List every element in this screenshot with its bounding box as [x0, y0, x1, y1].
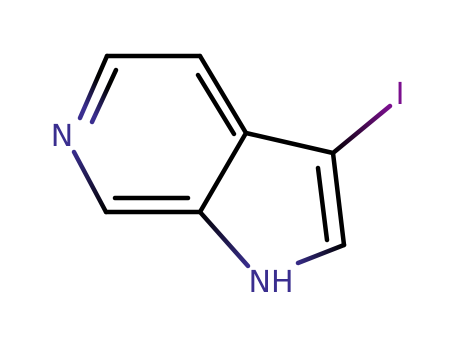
- atom-labels: N NH I: [51, 77, 405, 300]
- bond-c5a-c7a: [197, 130, 249, 215]
- atom-label-n-pyridine: N: [51, 119, 73, 154]
- bond-c5a-c3: [243, 130, 336, 156]
- bond-c3-c2: [330, 150, 347, 248]
- bond-n6-c4-inner: [89, 67, 119, 125]
- bond-n1-c7a: [197, 209, 251, 269]
- bonds: [71, 53, 393, 269]
- atom-label-nh-pyrrole: NH: [249, 265, 294, 300]
- bond-c7-n6: [71, 149, 109, 215]
- bond-c2-n1: [295, 242, 347, 266]
- bond-n6-c4: [77, 53, 110, 121]
- atom-label-iodine: I: [396, 77, 405, 112]
- bond-c5-c5a: [197, 53, 249, 136]
- bond-c3-i: [330, 103, 393, 156]
- bond-c5-c5a-inner: [195, 72, 237, 137]
- bond-c3-c2-inner: [315, 165, 330, 243]
